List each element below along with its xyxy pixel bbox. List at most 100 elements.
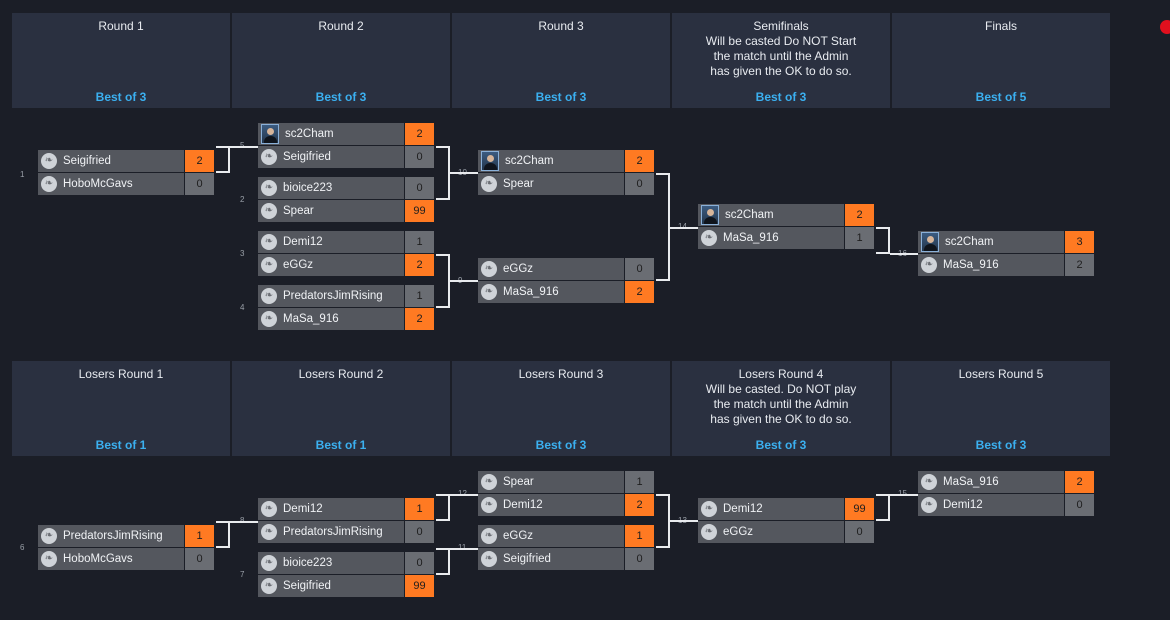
best-of-label[interactable]: Best of 3 [95, 90, 147, 104]
player-name-box[interactable]: Spear [478, 173, 624, 195]
player-name: Spear [503, 476, 534, 488]
player-name-box[interactable]: PredatorsJimRising [258, 521, 404, 543]
best-of-label[interactable]: Best of 3 [755, 90, 807, 104]
player-name-box[interactable]: MaSa_916 [478, 281, 624, 303]
player-name-box[interactable]: MaSa_916 [698, 227, 844, 249]
best-of-label[interactable]: Best of 1 [95, 438, 147, 452]
player-name-box[interactable]: Seigifried [478, 548, 624, 570]
best-of-label[interactable]: Best of 5 [975, 90, 1027, 104]
match-11[interactable]: eGGz1Seigifried0 [478, 525, 654, 571]
player-name-box[interactable]: Demi12 [258, 231, 404, 253]
bracket-connector [876, 227, 890, 254]
player-score: 1 [405, 285, 434, 307]
player-name-box[interactable]: Spear [478, 471, 624, 493]
player-name-box[interactable]: eGGz [698, 521, 844, 543]
player-name-box[interactable]: sc2Cham [698, 204, 844, 226]
match-6[interactable]: PredatorsJimRising1HoboMcGavs0 [38, 525, 214, 571]
player-name-box[interactable]: eGGz [478, 258, 624, 280]
match-number: 8 [240, 516, 244, 525]
player-name-box[interactable]: Demi12 [918, 494, 1064, 516]
player-name-box[interactable]: sc2Cham [258, 123, 404, 145]
player-name-box[interactable]: MaSa_916 [258, 308, 404, 330]
best-of-label[interactable]: Best of 3 [975, 438, 1027, 452]
player-name-box[interactable]: eGGz [478, 525, 624, 547]
player-name-box[interactable]: HoboMcGavs [38, 548, 184, 570]
player-name-box[interactable]: Spear [258, 200, 404, 222]
best-of-label[interactable]: Best of 3 [755, 438, 807, 452]
player-name-box[interactable]: HoboMcGavs [38, 173, 184, 195]
player-name-box[interactable]: sc2Cham [918, 231, 1064, 253]
player-name-box[interactable]: Seigifried [258, 575, 404, 597]
best-of-label[interactable]: Best of 3 [535, 438, 587, 452]
notification-dot[interactable] [1160, 20, 1170, 34]
player-name-box[interactable]: bioice223 [258, 177, 404, 199]
player-name-box[interactable]: MaSa_916 [918, 254, 1064, 276]
best-of-label[interactable]: Best of 3 [315, 90, 367, 104]
match-5[interactable]: sc2Cham2Seigifried0 [258, 123, 434, 169]
player-name-box[interactable]: Demi12 [258, 498, 404, 520]
best-of-label[interactable]: Best of 1 [315, 438, 367, 452]
match-1[interactable]: Seigifried2HoboMcGavs0 [38, 150, 214, 196]
match-12[interactable]: Spear1Demi122 [478, 471, 654, 517]
player-name-box[interactable]: MaSa_916 [918, 471, 1064, 493]
match-7[interactable]: bioice2230Seigifried99 [258, 552, 434, 598]
player-name-box[interactable]: bioice223 [258, 552, 404, 574]
match-2[interactable]: bioice2230Spear99 [258, 177, 434, 223]
match-10[interactable]: sc2Cham2Spear0 [478, 150, 654, 196]
player-name-box[interactable]: Seigifried [258, 146, 404, 168]
player-name-box[interactable]: Seigifried [38, 150, 184, 172]
match-15[interactable]: MaSa_9162Demi120 [918, 471, 1094, 517]
player-score: 2 [1065, 254, 1094, 276]
player-name-box[interactable]: Demi12 [478, 494, 624, 516]
match-number: 1 [20, 170, 25, 179]
player-name-box[interactable]: Demi12 [698, 498, 844, 520]
player-name-box[interactable]: eGGz [258, 254, 404, 276]
player-name-box[interactable]: sc2Cham [478, 150, 624, 172]
match-3[interactable]: Demi121eGGz2 [258, 231, 434, 277]
player-name: eGGz [723, 526, 754, 538]
player-name-box[interactable]: PredatorsJimRising [258, 285, 404, 307]
match-13[interactable]: Demi1299eGGz0 [698, 498, 874, 544]
match-8[interactable]: Demi121PredatorsJimRising0 [258, 498, 434, 544]
player-name-box[interactable]: PredatorsJimRising [38, 525, 184, 547]
best-of-label[interactable]: Best of 3 [535, 90, 587, 104]
player-name: sc2Cham [945, 236, 994, 248]
